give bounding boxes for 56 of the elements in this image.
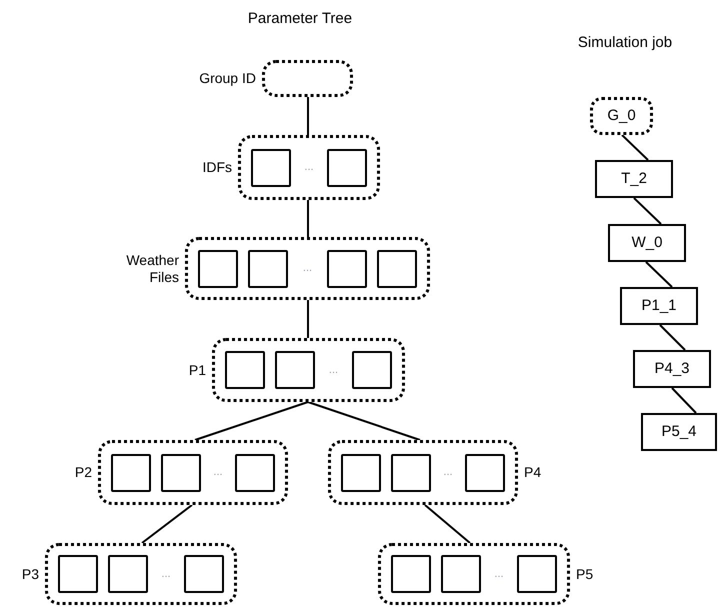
square-box (251, 148, 291, 186)
square-box (327, 148, 367, 186)
connector-line (645, 261, 673, 288)
square-box (391, 555, 431, 593)
connector-line (307, 97, 309, 135)
square-box (58, 555, 98, 593)
ellipsis: ... (212, 465, 224, 480)
connector-line (633, 197, 662, 225)
group-label: P4 (524, 464, 542, 481)
square-box (225, 351, 265, 389)
heading: Simulation job (576, 33, 674, 53)
job-box: P1_1 (620, 287, 698, 325)
connector-line (307, 300, 309, 338)
ellipsis: ... (493, 566, 505, 582)
job-box: P4_3 (633, 350, 711, 388)
square-box (184, 555, 224, 593)
group-label: P2 (74, 464, 92, 481)
heading: Parameter Tree (246, 9, 354, 29)
job-box: T_2 (595, 160, 673, 198)
square-box (517, 555, 557, 593)
ellipsis: ... (160, 566, 172, 582)
connector-line (424, 504, 471, 544)
square-box (108, 555, 148, 593)
connector-line (141, 504, 193, 544)
job-box: P5_4 (641, 413, 717, 451)
group-label: IDFs (201, 159, 232, 176)
square-box (275, 351, 315, 389)
square-box (465, 454, 505, 492)
ellipsis: ... (303, 160, 315, 176)
job-box: G_0 (590, 97, 653, 135)
group-label: P5 (576, 566, 594, 582)
connector-line (308, 401, 420, 441)
group-label: Weather Files (125, 252, 179, 286)
square-box (111, 454, 151, 492)
square-box (341, 454, 381, 492)
square-box (327, 250, 367, 288)
square-box (198, 250, 238, 288)
square-box (161, 454, 201, 492)
square-box (391, 454, 431, 492)
connector-line (659, 324, 686, 351)
ellipsis: ... (302, 261, 314, 276)
square-box (441, 555, 481, 593)
square-box (352, 351, 392, 389)
group-label: P3 (20, 566, 39, 582)
square-box (377, 250, 417, 288)
square-box (248, 250, 288, 288)
connector-line (671, 387, 697, 414)
connector-line (621, 134, 649, 161)
ellipsis: ... (442, 465, 454, 480)
square-box (235, 454, 275, 492)
connector-line (194, 401, 308, 441)
group-label: P1 (188, 362, 206, 378)
group-label: Group ID (198, 70, 256, 87)
connector-line (307, 200, 309, 237)
job-box: W_0 (608, 224, 686, 262)
ellipsis: ... (328, 362, 340, 378)
